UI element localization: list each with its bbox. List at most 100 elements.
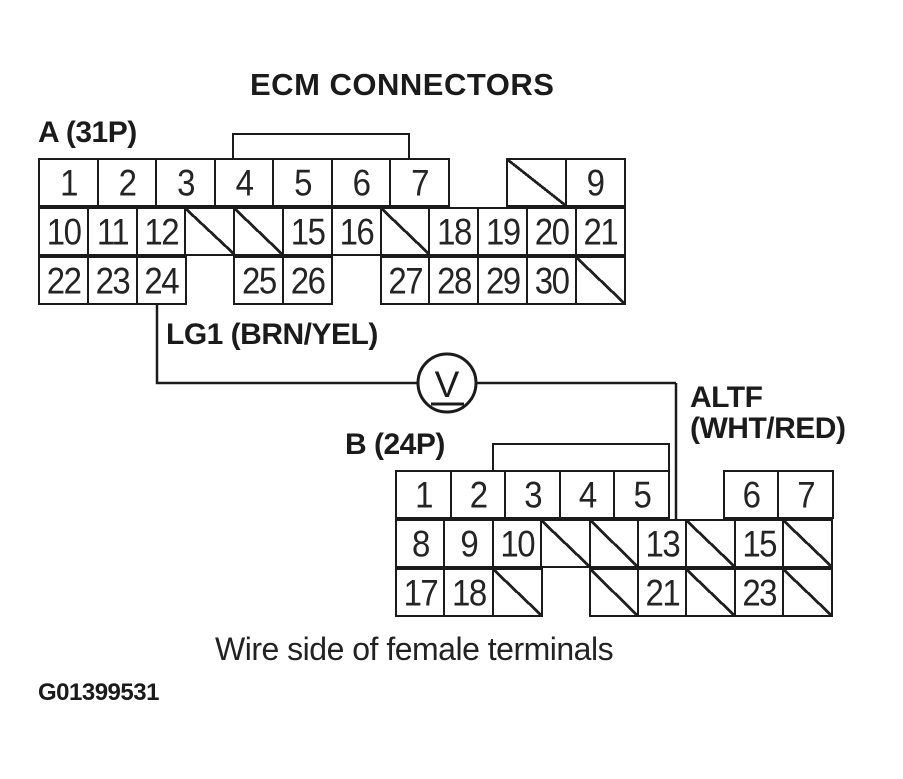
wire-to-label-line1: ALTF: [690, 381, 763, 414]
pin-number: 12: [144, 210, 179, 253]
pin-cell: 30: [525, 256, 578, 305]
pin-cell: 2: [449, 470, 507, 519]
pin-number: 18: [437, 210, 472, 253]
pin-number: 13: [645, 522, 681, 565]
pin-number: 23: [95, 259, 131, 302]
pin-number: 7: [411, 161, 429, 204]
diagram-title: ECM CONNECTORS: [250, 67, 555, 102]
pin-cell: 21: [574, 207, 627, 256]
pin-cell: 7: [777, 470, 835, 519]
pin-number: 15: [742, 522, 777, 565]
slashed-pin-cell: [491, 568, 543, 617]
connector-b-keyway-tab: [492, 443, 670, 470]
wire-from-label: LG1 (BRN/YEL): [166, 318, 378, 351]
pin-number: 23: [742, 571, 777, 614]
pin-number: 5: [294, 161, 312, 204]
pin-number: 16: [339, 210, 375, 253]
pin-cell: 3: [504, 470, 562, 519]
pin-cell: 3: [155, 158, 216, 207]
pin-cell: 4: [213, 158, 275, 207]
pin-number: 2: [469, 473, 488, 516]
pin-cell: 29: [477, 256, 529, 305]
pin-number: 21: [645, 571, 681, 614]
pin-number: 18: [451, 571, 487, 614]
slashed-pin-cell: [588, 568, 640, 617]
pin-number: 19: [485, 210, 521, 253]
slashed-pin-cell: [506, 158, 567, 207]
connector-b-label: B (24P): [345, 428, 445, 461]
pin-number: 6: [352, 161, 371, 204]
connector-a-keyway-tab: [232, 133, 410, 158]
pin-number: 11: [96, 210, 130, 253]
pin-cell: 9: [443, 519, 495, 568]
pin-cell: 15: [281, 207, 334, 256]
slashed-pin-cell: [540, 519, 592, 568]
pin-number: 4: [578, 473, 597, 516]
pin-cell: 16: [330, 207, 383, 256]
pin-cell: 12: [135, 207, 187, 256]
pin-number: 28: [437, 259, 472, 302]
pin-number: 10: [500, 522, 535, 565]
figure-id: G01399531: [38, 679, 159, 706]
pin-cell: 10: [38, 207, 90, 256]
pin-cell: 15: [733, 519, 785, 568]
pin-number: 3: [177, 161, 195, 204]
pin-number: 2: [118, 161, 137, 204]
pin-cell: 5: [272, 158, 333, 207]
pin-number: 27: [388, 259, 423, 302]
pin-cell: 18: [428, 207, 480, 256]
pin-cell: 23: [86, 256, 139, 305]
pin-cell: 28: [428, 256, 480, 305]
pin-number: 10: [46, 210, 82, 253]
pin-number: 6: [742, 473, 761, 516]
pin-number: 30: [534, 259, 570, 302]
pin-number: 1: [415, 473, 433, 516]
slashed-pin-cell: [379, 207, 431, 256]
pin-number: 17: [403, 571, 439, 614]
pin-number: 1: [60, 161, 78, 204]
slashed-pin-cell: [574, 256, 627, 305]
pin-cell: 9: [564, 158, 626, 207]
connector-b-row-3: 17 18 21 23: [395, 568, 834, 617]
wire-to-label: ALTF (WHT/RED): [690, 381, 846, 444]
voltmeter-icon: V: [416, 352, 478, 414]
pin-number: 5: [633, 473, 651, 516]
pin-number: 24: [144, 259, 179, 302]
pin-number: 9: [460, 522, 478, 565]
pin-cell: 6: [722, 470, 780, 519]
pin-number: 21: [583, 210, 619, 253]
slashed-pin-cell: [685, 568, 737, 617]
pin-cell: 1: [395, 470, 453, 519]
pin-number: 8: [412, 522, 430, 565]
connector-a-label: A (31P): [38, 116, 137, 149]
pin-number: 7: [797, 473, 815, 516]
pin-number: 15: [290, 210, 326, 253]
pin-cell: 4: [558, 470, 616, 519]
voltmeter-circle: [416, 352, 478, 414]
pin-cell: 18: [443, 568, 495, 617]
pin-cell: 7: [389, 158, 450, 207]
pin-cell: 23: [733, 568, 785, 617]
pin-number: 25: [241, 259, 277, 302]
pin-cell: 21: [636, 568, 688, 617]
pin-cell: 5: [613, 470, 671, 519]
pin-number: 29: [485, 259, 521, 302]
pin-number: 3: [524, 473, 542, 516]
slashed-pin-cell: [782, 519, 834, 568]
pin-cell: 25: [233, 256, 285, 305]
pin-cell: 20: [525, 207, 578, 256]
pin-cell: 13: [636, 519, 688, 568]
voltmeter-symbol: V: [435, 364, 460, 405]
slashed-pin-cell: [588, 519, 640, 568]
slashed-pin-cell: [233, 207, 285, 256]
slashed-pin-cell: [685, 519, 737, 568]
pin-cell: 24: [135, 256, 187, 305]
pin-cell: 22: [38, 256, 90, 305]
pin-number: 4: [235, 161, 254, 204]
pin-cell: 1: [38, 158, 99, 207]
